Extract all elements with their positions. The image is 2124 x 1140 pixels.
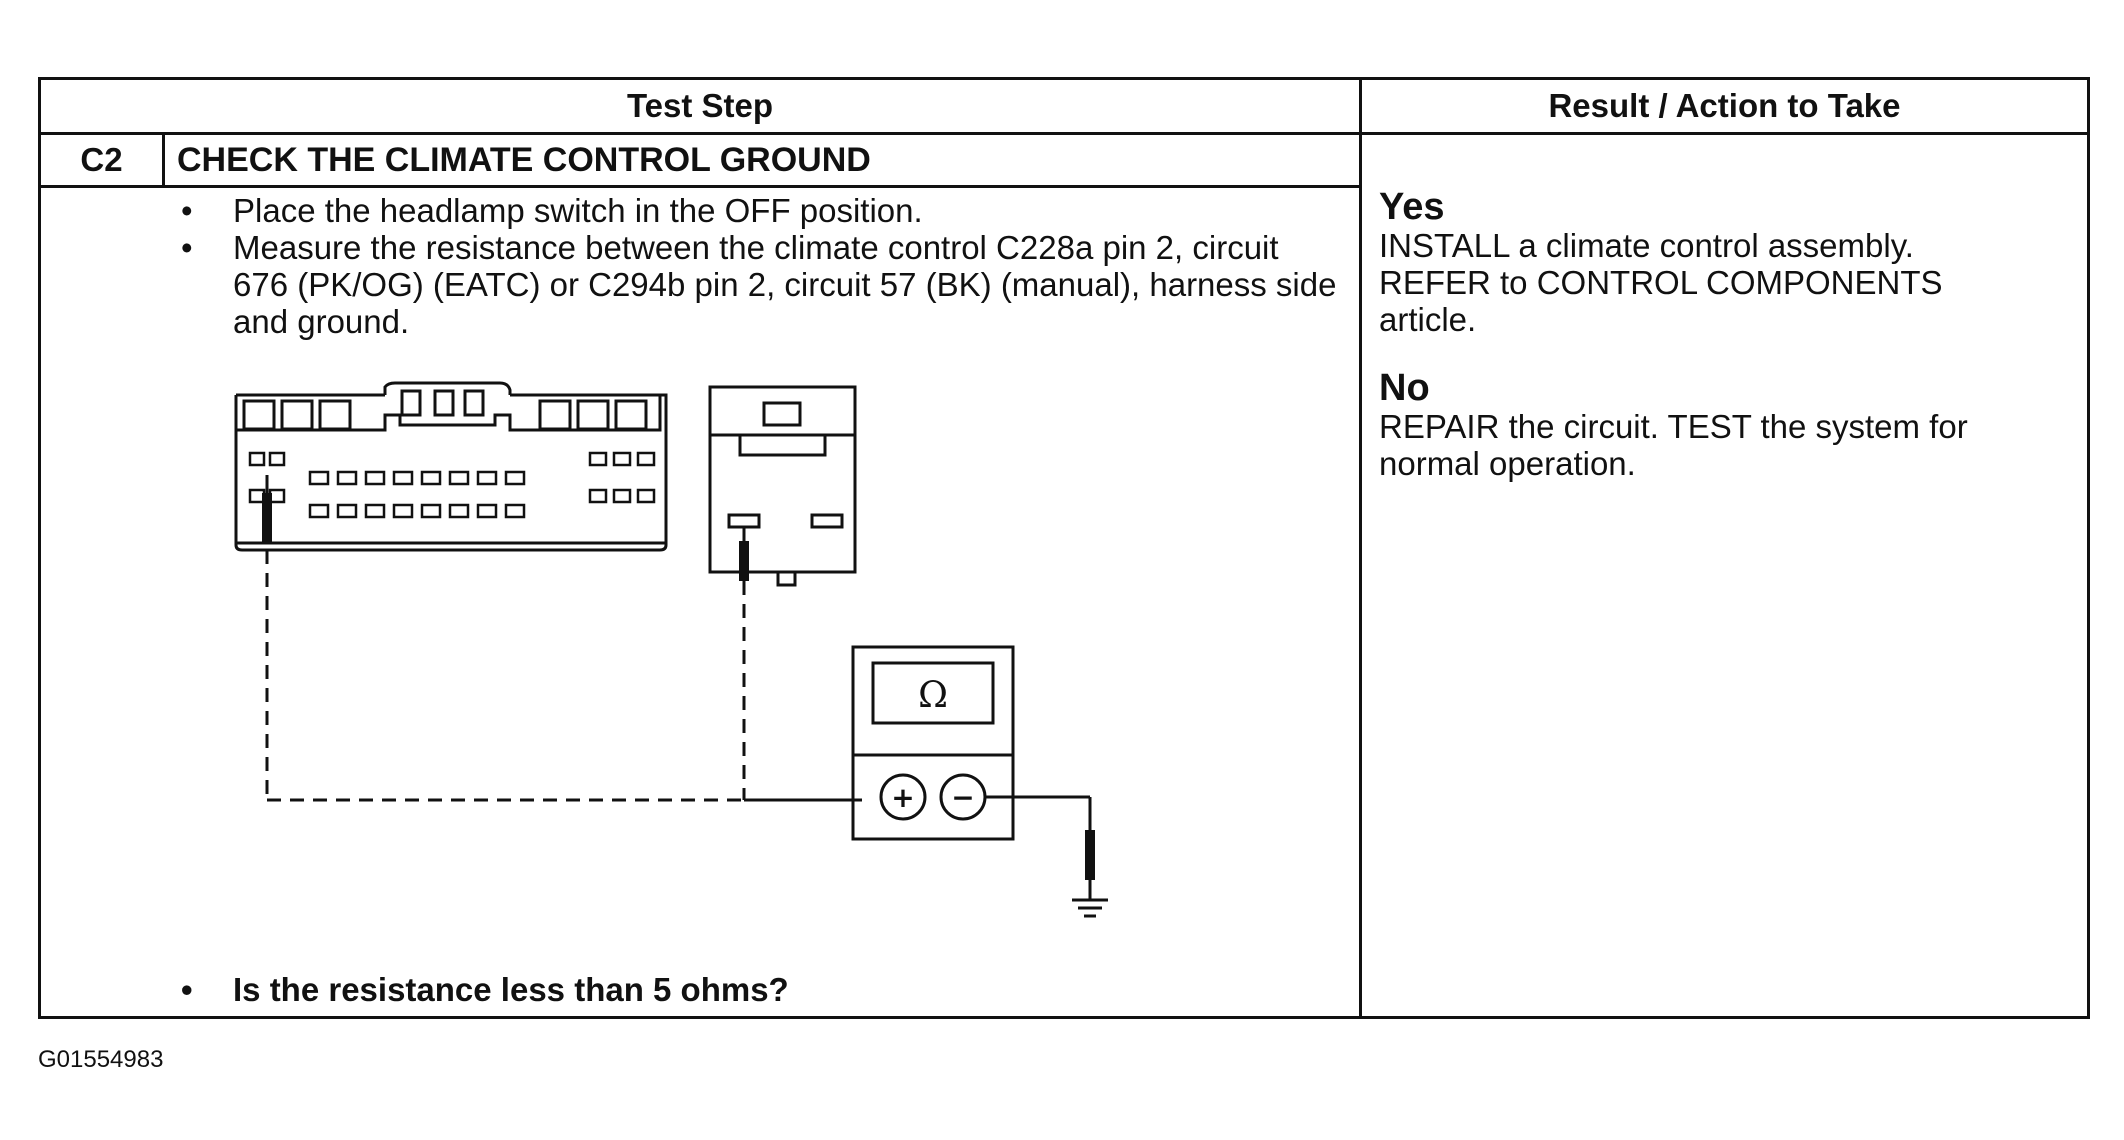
figure-code: G01554983 xyxy=(38,1046,164,1073)
ohm-symbol: Ω xyxy=(918,675,948,716)
step-id-divider xyxy=(162,132,165,187)
step-title-divider xyxy=(41,185,1359,188)
climate-control-connector xyxy=(234,381,668,552)
no-action-line: REPAIR the circuit. TEST the system for xyxy=(1379,408,1968,445)
probe-left xyxy=(262,475,272,543)
ground-icon xyxy=(1072,898,1108,918)
wiring-diagram: Ω + − xyxy=(234,381,1108,918)
minus-terminal: − xyxy=(951,781,974,814)
step-question: Is the resistance less than 5 ohms? xyxy=(177,971,789,1009)
yes-action-line: REFER to CONTROL COMPONENTS xyxy=(1379,264,1943,301)
instruction-item: Place the headlamp switch in the OFF pos… xyxy=(177,192,1337,229)
no-action-line: normal operation. xyxy=(1379,445,1636,482)
instruction-item: Measure the resistance between the clima… xyxy=(177,229,1337,340)
header-result-action: Result / Action to Take xyxy=(1548,87,1901,124)
header-test-step: Test Step xyxy=(626,87,774,124)
step-id: C2 xyxy=(80,141,123,178)
step-title: CHECK THE CLIMATE CONTROL GROUND xyxy=(177,140,871,179)
ground-lead xyxy=(985,795,1092,900)
ground-probe xyxy=(1085,830,1095,880)
plus-terminal: + xyxy=(891,781,914,814)
yes-action-line: INSTALL a climate control assembly. xyxy=(1379,227,1914,264)
header-divider xyxy=(41,132,2087,135)
ohmmeter xyxy=(851,645,1015,841)
manual-control-connector xyxy=(708,385,857,587)
connector-pins xyxy=(248,451,656,519)
yes-label: Yes xyxy=(1379,186,1445,228)
result-yes: Yes INSTALL a climate control assembly. … xyxy=(1379,187,2079,338)
yes-action-line: article. xyxy=(1379,301,1477,338)
no-label: No xyxy=(1379,367,1430,409)
probe-right xyxy=(739,527,749,581)
test-leads xyxy=(265,550,746,802)
instruction-list: Place the headlamp switch in the OFF pos… xyxy=(177,192,1337,340)
result-no: No REPAIR the circuit. TEST the system f… xyxy=(1379,368,2079,482)
test-step-table: Test Step Result / Action to Take C2 CHE… xyxy=(38,77,2090,1019)
column-divider xyxy=(1359,80,1362,1016)
